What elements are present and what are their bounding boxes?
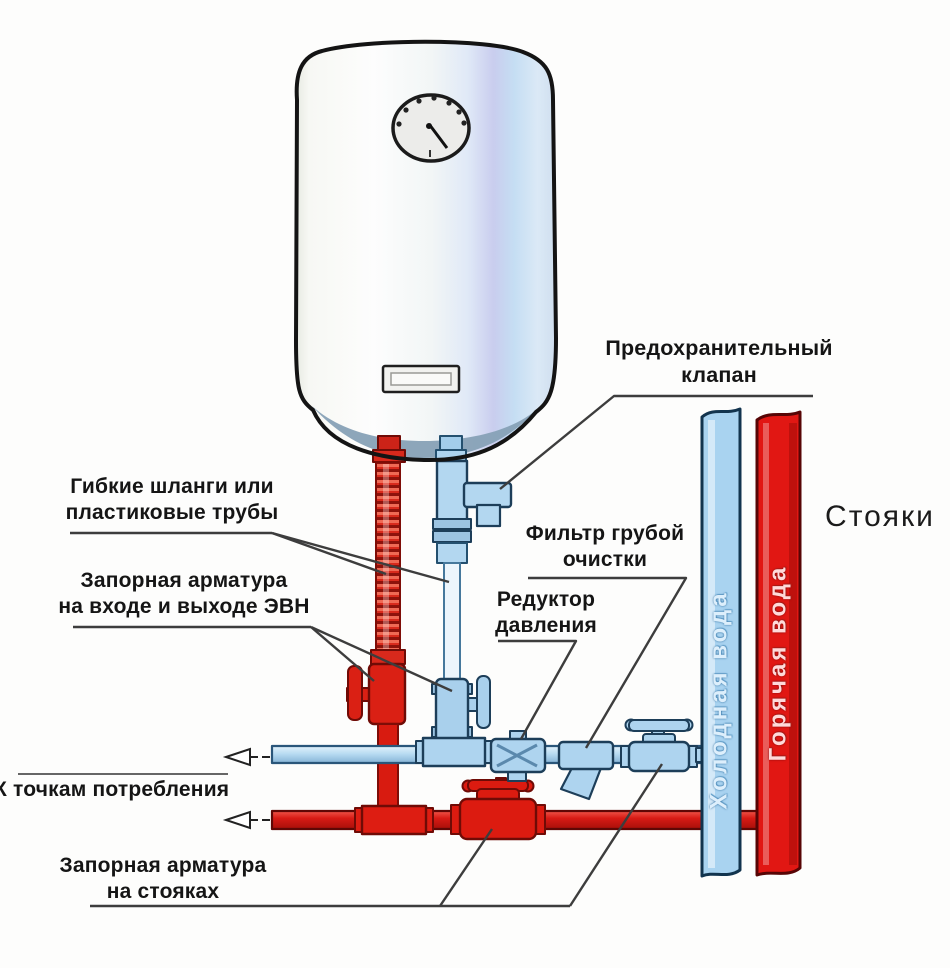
hot-outlet-valve — [346, 662, 407, 726]
leader-safety-valve — [499, 394, 813, 490]
arrow-hot-consumption — [222, 810, 251, 830]
flow-arrows — [222, 747, 271, 830]
hot-tee — [354, 804, 434, 836]
leader-reducer — [498, 639, 578, 740]
hot-outlet-assembly — [346, 435, 407, 813]
cold-inlet-valve — [431, 675, 491, 745]
coarse-filter-fitting — [557, 740, 615, 801]
cold-line-horizontal — [270, 718, 707, 801]
label-risers-title: Стояки — [825, 500, 935, 533]
leader-hoses-2 — [271, 531, 450, 584]
cold-inlet-assembly — [431, 435, 513, 753]
arrow-cold-consumption — [222, 747, 251, 767]
label-consumption-points: К точкам потребления — [0, 778, 230, 801]
water-heater-tank — [296, 41, 556, 461]
hot-riser-valve — [450, 777, 546, 841]
label-coarse-filter: Фильтр грубой очистки — [525, 522, 685, 572]
hot-line-horizontal — [270, 777, 795, 841]
label-heater-inlet-outlet-valves: Запорная арматура на входе и выходе ЭВН — [58, 569, 310, 619]
leader-heater-valves-1 — [310, 626, 375, 682]
heater-panel — [381, 364, 461, 394]
heater-outline — [294, 39, 558, 463]
leader-heater-valves-2 — [310, 625, 453, 693]
label-riser-valves: Запорная арматура на стояках — [59, 854, 267, 904]
heater-bottom-bowl — [312, 406, 538, 458]
cold-riser — [700, 407, 742, 878]
cold-tee — [415, 736, 493, 768]
pressure-reducer-fitting — [489, 730, 547, 782]
cold-riser-valve — [620, 718, 707, 773]
leader-lines — [18, 394, 813, 908]
leader-riser-valves-1 — [439, 828, 493, 907]
label-flexible-hoses: Гибкие шланги или пластиковые трубы — [65, 475, 279, 525]
label-safety-valve: Предохранительный клапан — [605, 336, 833, 387]
hot-riser — [755, 410, 802, 877]
leader-filter — [528, 576, 688, 749]
leader-riser-valves-2 — [568, 763, 664, 907]
leader-hoses-1 — [271, 531, 387, 576]
safety-valve — [435, 459, 513, 528]
temperature-gauge — [391, 93, 471, 163]
label-pressure-reducer: Редуктор давления — [495, 588, 597, 638]
